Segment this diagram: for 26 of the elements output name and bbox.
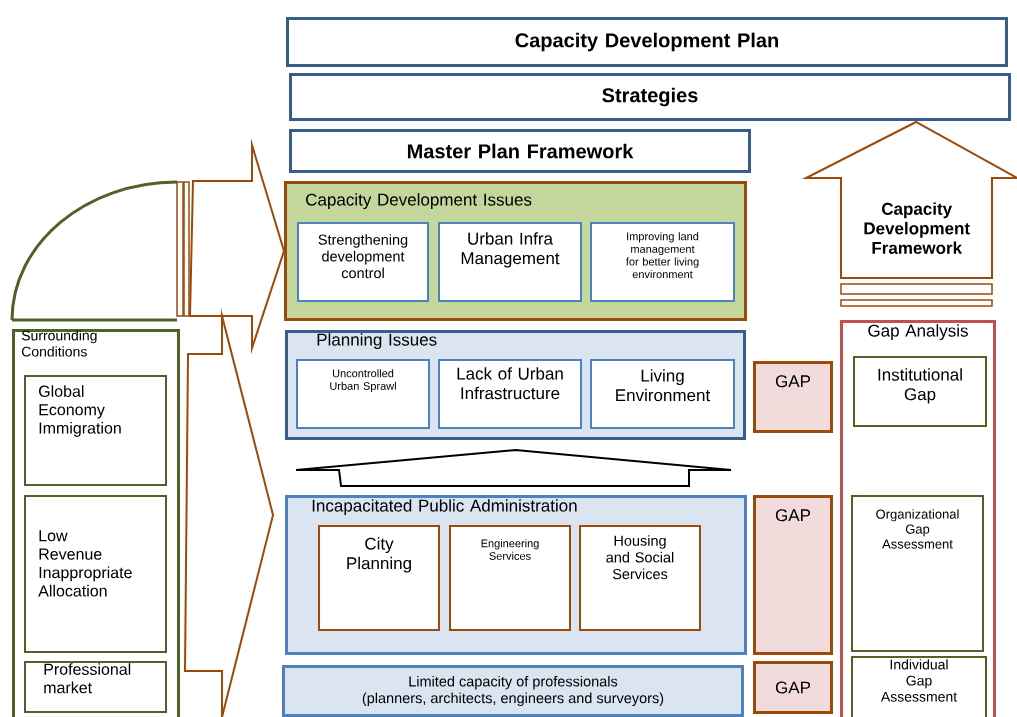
gap-box: GAP bbox=[753, 661, 833, 714]
issue-box: Limited capacity of professionals (planners, architects, engineers and surveyors) bbox=[282, 665, 744, 717]
issue-box: Engineering Services bbox=[449, 525, 571, 631]
up-arrow-box: Capacity Development Framework bbox=[801, 120, 1017, 279]
block-arrow bbox=[189, 138, 286, 355]
issue-box: Living Environment bbox=[590, 359, 735, 429]
issue-box: Organizational Gap Assessment bbox=[851, 495, 984, 652]
issue-box: Improving land management for better living environment bbox=[590, 222, 735, 302]
gap-box: GAP bbox=[753, 361, 833, 433]
issue-box: Institutional Gap bbox=[853, 356, 987, 427]
issue-box: Urban Infra Management bbox=[438, 222, 582, 302]
issue-box: Strengthening development control bbox=[297, 222, 429, 302]
issue-box: Uncontrolled Urban Sprawl bbox=[296, 359, 430, 429]
issue-box: Individual Gap Assessment bbox=[851, 656, 987, 717]
condition-box: Low Revenue Inappropriate Allocation bbox=[24, 495, 167, 653]
block-arrow bbox=[184, 308, 275, 717]
issue-box: Lack of Urban Infrastructure bbox=[438, 359, 582, 429]
title-box: Master Plan Framework bbox=[289, 129, 751, 173]
issue-box: Housing and Social Services bbox=[579, 525, 701, 631]
title-box: Capacity Development Plan bbox=[286, 17, 1008, 67]
title-box: Strategies bbox=[289, 73, 1011, 121]
issue-box: City Planning bbox=[318, 525, 440, 631]
condition-box: Professional market bbox=[24, 661, 167, 713]
condition-box: Global Economy Immigration bbox=[24, 375, 167, 486]
block-arrow bbox=[295, 449, 732, 487]
gap-box: GAP bbox=[753, 495, 833, 655]
